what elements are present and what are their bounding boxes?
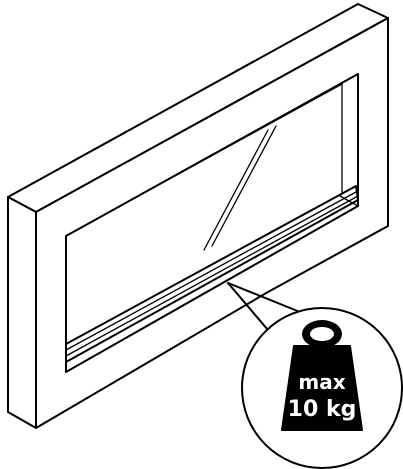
callout-pointer-right	[227, 282, 301, 313]
shelf-rail-lip	[339, 195, 359, 207]
shelf-rail-edge-1	[65, 191, 357, 351]
shelf-rail-edge-2	[65, 195, 359, 357]
weight-value-label: 10 kg	[288, 397, 357, 422]
weight-icon: max 10 kg	[281, 320, 363, 431]
weight-max-label: max	[298, 370, 345, 394]
glass-reflection-line-2	[211, 125, 277, 247]
glass-reflection-line-1	[203, 129, 269, 251]
callout-pointer-left	[227, 282, 269, 331]
recess-top-inner-edge	[65, 83, 343, 237]
frame-left-side-face	[7, 196, 37, 429]
